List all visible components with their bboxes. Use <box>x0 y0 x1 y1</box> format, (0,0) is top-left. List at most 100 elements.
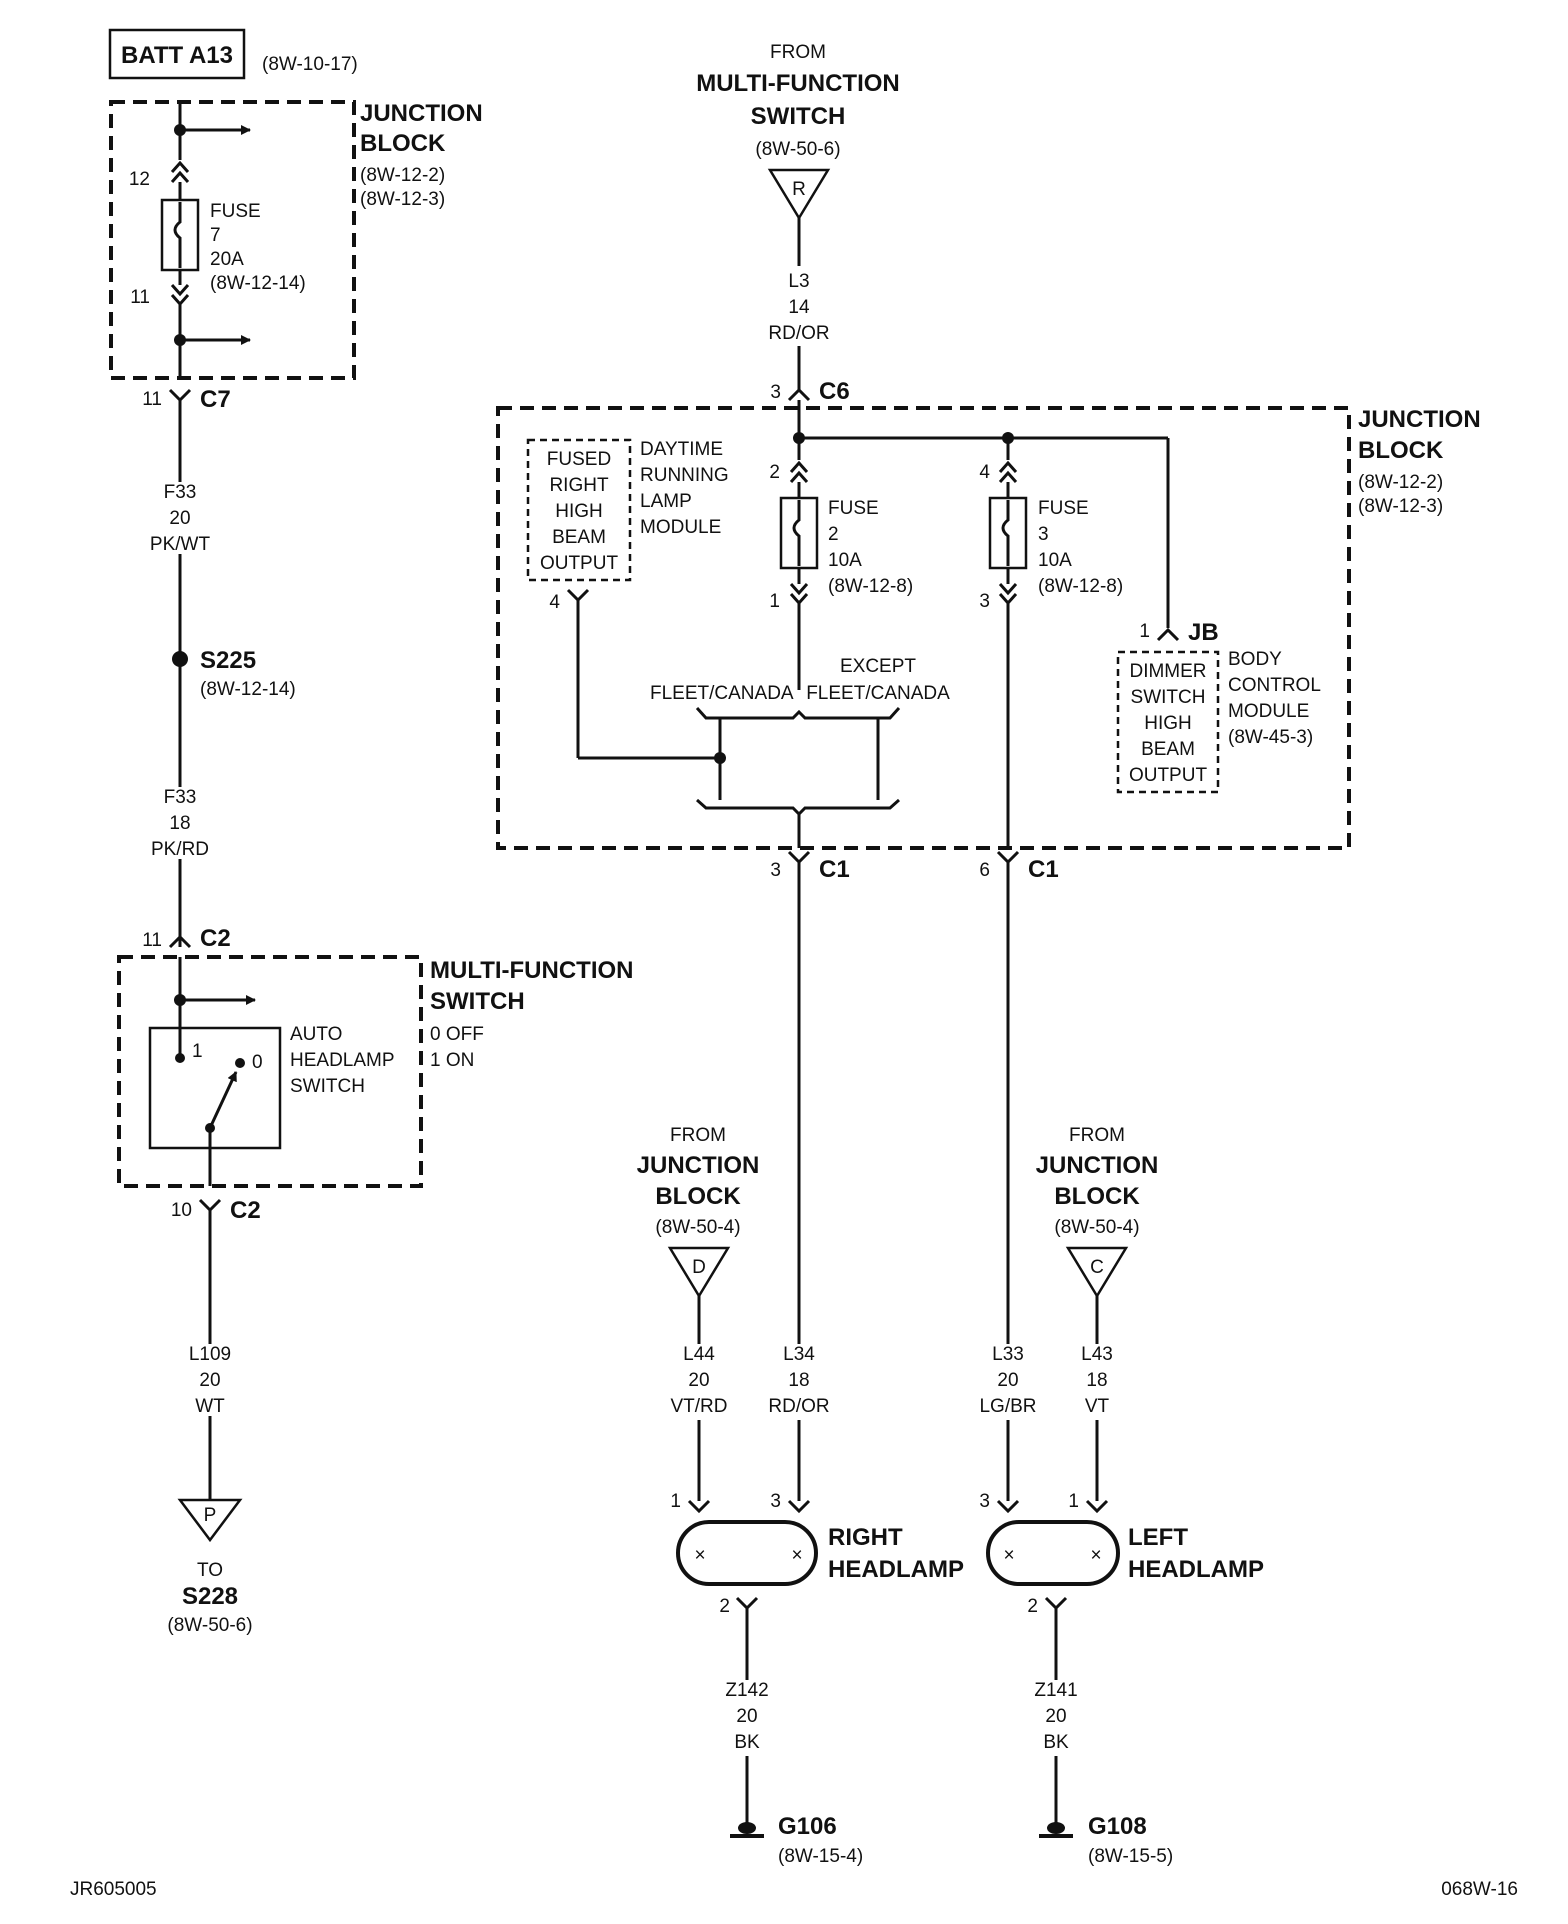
svg-text:(8W-12-3): (8W-12-3) <box>1358 496 1443 517</box>
fleet-option-split: FLEET/CANADA EXCEPT FLEET/CANADA <box>650 656 950 848</box>
svg-text:1: 1 <box>670 1491 681 1512</box>
svg-text:14: 14 <box>788 297 810 318</box>
right-headlamp: 1 3 × × RIGHT HEADLAMP 2 <box>670 1491 964 1830</box>
svg-text:2: 2 <box>1027 1596 1038 1617</box>
svg-text:SWITCH: SWITCH <box>1131 687 1206 708</box>
svg-text:0 OFF: 0 OFF <box>430 1024 484 1045</box>
svg-text:RIGHT: RIGHT <box>549 475 609 496</box>
svg-text:18: 18 <box>1086 1370 1107 1391</box>
svg-text:S228: S228 <box>182 1583 238 1610</box>
wire-label-z141-bk: Z141 20 BK <box>1021 1680 1091 1756</box>
svg-text:20: 20 <box>1045 1706 1066 1727</box>
connector-c7: 11 C7 <box>142 386 230 413</box>
svg-text:11: 11 <box>142 389 162 410</box>
svg-text:3: 3 <box>979 1491 990 1512</box>
wire-label-f33-pk-wt: F33 20 PK/WT <box>150 482 211 555</box>
svg-text:3: 3 <box>770 860 781 881</box>
svg-text:FLEET/CANADA: FLEET/CANADA <box>650 683 794 704</box>
svg-text:BLOCK: BLOCK <box>360 130 446 157</box>
svg-text:JB: JB <box>1188 619 1219 646</box>
svg-text:1: 1 <box>192 1041 203 1062</box>
svg-text:F33: F33 <box>164 482 197 503</box>
svg-text:BK: BK <box>1043 1732 1069 1753</box>
svg-text:0: 0 <box>252 1052 263 1073</box>
connector-p-to-s228: P TO S228 (8W-50-6) <box>167 1498 253 1636</box>
svg-text:1: 1 <box>769 591 780 612</box>
svg-text:FUSE: FUSE <box>828 498 879 519</box>
svg-text:HIGH: HIGH <box>1144 713 1192 734</box>
drl-module: FUSED RIGHT HIGH BEAM OUTPUT DAYTIME RUN… <box>526 438 729 764</box>
wire-label-l44-vt-rd: L44 20 VT/RD <box>664 1344 734 1420</box>
svg-text:20: 20 <box>997 1370 1018 1391</box>
splice-s225: S225 (8W-12-14) <box>172 647 296 700</box>
svg-text:DIMMER: DIMMER <box>1129 661 1206 682</box>
from-junction-block-c: FROM JUNCTION BLOCK (8W-50-4) C <box>1036 1125 1158 1299</box>
svg-text:VT/RD: VT/RD <box>671 1396 728 1417</box>
svg-text:×: × <box>1090 1545 1101 1566</box>
svg-text:OUTPUT: OUTPUT <box>1129 765 1208 786</box>
fuse-7: FUSE 7 20A (8W-12-14) 12 11 <box>129 169 306 308</box>
footer-right-code: 068W-16 <box>1441 1879 1518 1900</box>
svg-text:3: 3 <box>770 382 781 403</box>
wire-label-z142-bk: Z142 20 BK <box>712 1680 782 1756</box>
svg-text:SWITCH: SWITCH <box>290 1076 365 1097</box>
svg-text:C7: C7 <box>200 386 231 413</box>
svg-text:F33: F33 <box>164 787 197 808</box>
svg-text:FROM: FROM <box>1069 1125 1125 1146</box>
svg-text:JUNCTION: JUNCTION <box>360 100 483 127</box>
multi-function-switch: MULTI-FUNCTION SWITCH 0 OFF 1 ON 1 0 AUT… <box>117 955 634 1188</box>
svg-text:L3: L3 <box>788 271 809 292</box>
svg-text:HIGH: HIGH <box>555 501 603 522</box>
svg-text:3: 3 <box>979 591 990 612</box>
svg-text:WT: WT <box>195 1396 225 1417</box>
svg-text:L34: L34 <box>783 1344 815 1365</box>
svg-text:LAMP: LAMP <box>640 491 692 512</box>
svg-text:Z141: Z141 <box>1034 1680 1077 1701</box>
svg-text:P: P <box>204 1505 217 1526</box>
svg-text:BEAM: BEAM <box>552 527 606 548</box>
connector-c2-input: 11 C2 <box>142 925 230 952</box>
svg-text:S225: S225 <box>200 647 256 674</box>
jb-bus <box>793 400 1170 628</box>
svg-text:20: 20 <box>199 1370 220 1391</box>
svg-text:C1: C1 <box>819 856 850 883</box>
svg-text:1 ON: 1 ON <box>430 1050 474 1071</box>
svg-text:RD/OR: RD/OR <box>768 1396 829 1417</box>
svg-text:FUSED: FUSED <box>547 449 611 470</box>
svg-text:FUSE: FUSE <box>210 201 261 222</box>
svg-text:×: × <box>694 1545 705 1566</box>
svg-text:EXCEPT: EXCEPT <box>840 656 916 677</box>
svg-text:BK: BK <box>734 1732 760 1753</box>
wire-label-l33-lg-br: L33 20 LG/BR <box>973 1344 1043 1420</box>
svg-text:10: 10 <box>171 1200 192 1221</box>
svg-text:PK/RD: PK/RD <box>151 839 209 860</box>
svg-text:6: 6 <box>979 860 990 881</box>
svg-text:C2: C2 <box>230 1197 261 1224</box>
connector-c1-right: 3 C1 <box>770 850 850 883</box>
svg-text:VT: VT <box>1085 1396 1110 1417</box>
svg-text:L33: L33 <box>992 1344 1024 1365</box>
svg-text:11: 11 <box>142 930 162 951</box>
svg-text:FROM: FROM <box>770 42 826 63</box>
svg-text:BEAM: BEAM <box>1141 739 1195 760</box>
svg-text:3: 3 <box>770 1491 781 1512</box>
svg-text:18: 18 <box>169 813 190 834</box>
svg-text:4: 4 <box>979 462 990 483</box>
svg-text:BODY: BODY <box>1228 649 1282 670</box>
ground-g106: G106 (8W-15-4) <box>730 1813 863 1867</box>
svg-text:MULTI-FUNCTION: MULTI-FUNCTION <box>696 70 900 97</box>
svg-text:PK/WT: PK/WT <box>150 534 211 555</box>
svg-text:(8W-50-4): (8W-50-4) <box>1054 1217 1139 1238</box>
svg-text:(8W-10-17): (8W-10-17) <box>262 54 358 75</box>
svg-text:SWITCH: SWITCH <box>430 988 525 1015</box>
svg-text:CONTROL: CONTROL <box>1228 675 1321 696</box>
from-multi-function-switch: FROM MULTI-FUNCTION SWITCH (8W-50-6) R <box>696 42 900 221</box>
wire-label-l3-rd-or: L3 14 RD/OR <box>764 266 834 346</box>
svg-text:×: × <box>1003 1545 1014 1566</box>
svg-text:JUNCTION: JUNCTION <box>1358 406 1481 433</box>
from-junction-block-d: FROM JUNCTION BLOCK (8W-50-4) D <box>637 1125 759 1299</box>
svg-text:20: 20 <box>688 1370 709 1391</box>
svg-text:20: 20 <box>169 508 190 529</box>
svg-text:(8W-15-4): (8W-15-4) <box>778 1846 863 1867</box>
